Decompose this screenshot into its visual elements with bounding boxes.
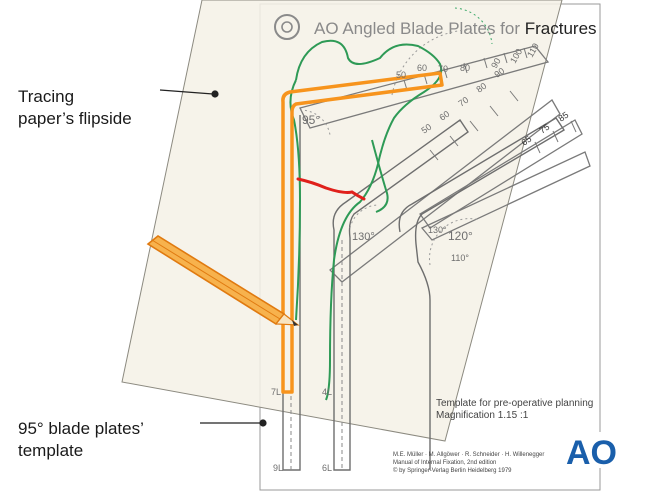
blade-ticks	[403, 47, 577, 161]
ao-logo-text: AO	[566, 434, 617, 472]
protractor-arc-ring	[454, 7, 493, 45]
scale-top-60: 60	[417, 63, 427, 73]
tracing-pointer-dot	[211, 90, 219, 98]
template-label-line1: 95° blade plates’	[18, 419, 144, 438]
angle-label-95: 95°	[302, 113, 320, 127]
bone-outline-lateral	[371, 139, 389, 213]
blade-outline-110	[299, 45, 550, 129]
title-suffix: Fractures	[525, 19, 597, 38]
bone-outline	[295, 39, 443, 401]
length-label-4l: 4L	[322, 387, 332, 397]
scale-right: 65 75 85	[519, 110, 570, 148]
callout-pointers	[159, 89, 267, 427]
protractor-arc-95	[299, 109, 331, 136]
scale-top-80: 80	[460, 63, 470, 73]
blade-outline-85	[419, 119, 583, 229]
scale-right-65: 65	[519, 134, 533, 148]
scale-top-90: 90	[489, 56, 503, 70]
template-blades	[299, 45, 591, 283]
traced-plate	[281, 71, 444, 394]
title-prefix: AO Angled Blade Plates for	[314, 19, 525, 38]
scale-mid-50: 50	[419, 122, 433, 136]
shaft-6l	[332, 119, 469, 471]
svg-text:AO Angled Blade Plates for Fra: AO Angled Blade Plates for Fractures	[314, 19, 597, 38]
ao-logo: AO	[566, 432, 624, 472]
ao-seal-inner-icon	[281, 21, 293, 33]
angle-label-130-b: 130°	[428, 225, 447, 235]
blade-outline-low	[420, 151, 591, 241]
scale-mid-80: 80	[474, 81, 488, 95]
pencil-icon	[146, 235, 300, 326]
protractor-arc-130	[349, 204, 379, 229]
planning-note-line1: Template for pre-operative planning	[436, 398, 593, 409]
template-label-line2: template	[18, 441, 84, 460]
angle-label-130-a: 130°	[352, 231, 375, 243]
scale-mid-60: 60	[437, 109, 451, 123]
template-pointer-dot	[259, 419, 267, 427]
ao-seal-icon	[274, 14, 300, 40]
angle-label-110: 110°	[451, 253, 469, 263]
scale-mid-90: 90	[492, 66, 506, 80]
length-label-6l: 6L	[322, 463, 332, 473]
length-label-7l: 7L	[271, 387, 281, 397]
scale-middle: 50 60 70 80 90	[419, 66, 506, 136]
planning-note-line2: Magnification 1.15 :1	[436, 410, 529, 421]
tracing-pointer-line	[159, 89, 214, 95]
credit-line1: M.E. Müller · M. Allgöwer · R. Schneider…	[393, 452, 544, 458]
blade-outline-90	[329, 99, 561, 283]
template-label: 95° blade plates’ template	[18, 418, 144, 462]
scale-top-50: 50	[396, 70, 406, 80]
scale-mid-70: 70	[456, 95, 470, 109]
bone-outline-medial	[289, 79, 302, 321]
tracing-paper-label: Tracing paper’s flipside	[18, 86, 132, 130]
fracture-line	[296, 177, 366, 201]
scale-right-85: 85	[556, 110, 570, 124]
protractor-arc-120	[429, 218, 481, 266]
shaft-4l-right	[398, 117, 565, 470]
scale-top-70: 70	[438, 64, 448, 74]
length-label-9l: 9L	[273, 463, 283, 473]
tracing-paper	[121, 0, 563, 442]
scale-right-75: 75	[537, 122, 551, 136]
tracing-label-line1: Tracing	[18, 87, 75, 106]
tracing-label-line2: paper’s flipside	[18, 109, 132, 128]
angle-label-120: 120°	[448, 229, 473, 243]
credit-line2: Manual of Internal Fixation, 2nd edition	[393, 460, 496, 466]
template-title: AO Angled Blade Plates for Fractures	[274, 14, 597, 40]
credit-line3: © by Springer-Verlag Berlin Heidelberg 1…	[393, 467, 512, 474]
